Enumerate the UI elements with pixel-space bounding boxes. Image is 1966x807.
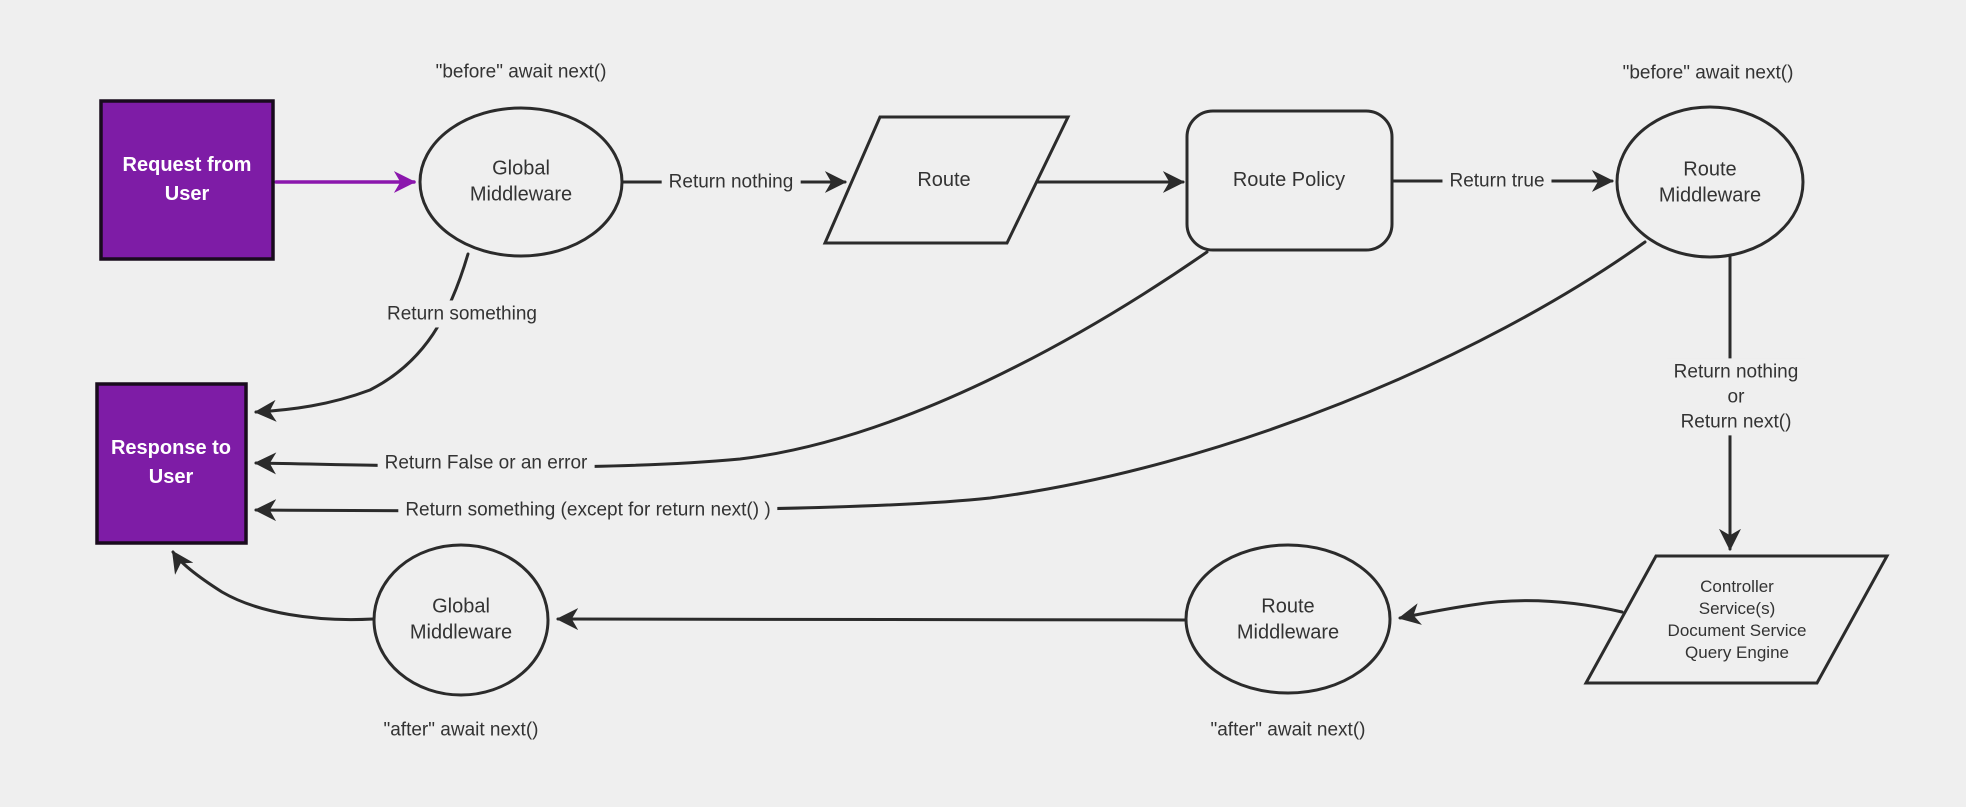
edge-route-middleware-bottom-to-global-middleware-bottom [556,608,1188,631]
node-response-to-user [95,382,248,545]
node-global-middleware-top [418,106,624,258]
edge-route-policy-to-response [254,250,1209,475]
node-request-from-user [99,99,275,261]
edge-global-middleware-to-response [254,252,470,422]
node-layer [95,99,1890,697]
node-global-middleware-bottom [372,543,550,697]
node-route-middleware-bottom [1184,543,1392,695]
edge-layer [171,170,1741,631]
edge-controller-to-route-middleware-bottom [1398,599,1624,625]
node-route-middleware-top [1615,105,1805,259]
edge-global-middleware-bottom-to-response [171,550,375,622]
node-controller-services [1583,554,1890,685]
edge-route-middleware-to-response [254,240,1647,522]
node-route [822,115,1071,245]
node-route-policy [1185,109,1394,252]
